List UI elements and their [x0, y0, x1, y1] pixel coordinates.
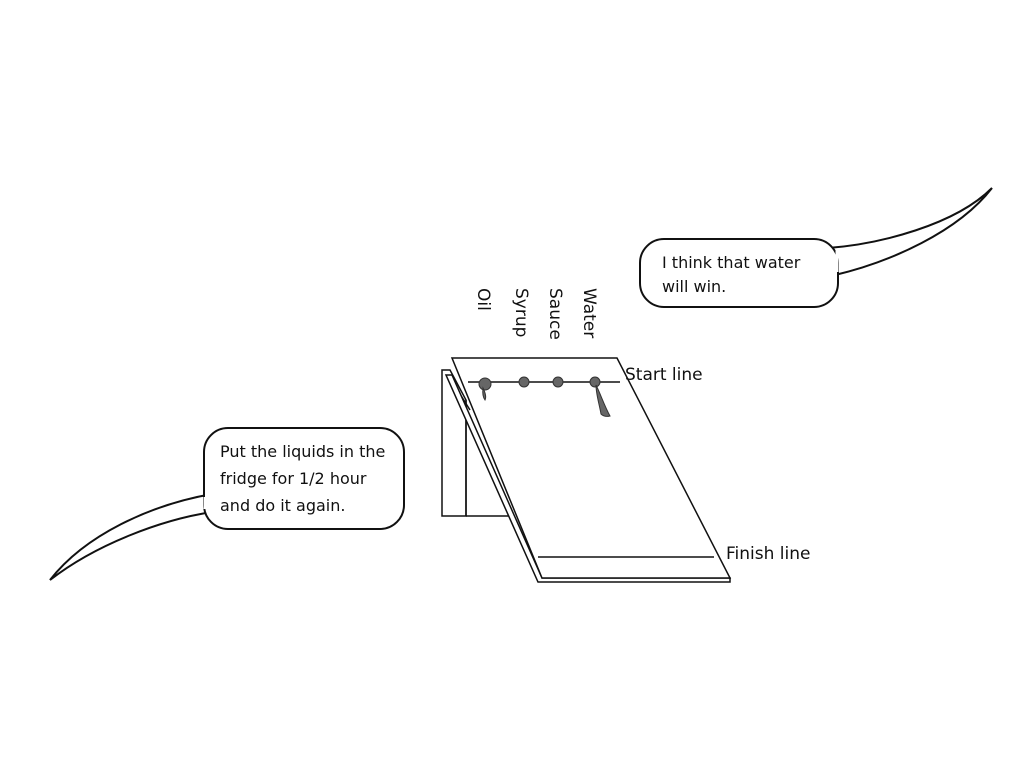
speech-bubble-right: I think that water will win. — [639, 187, 993, 308]
liquid-label-oil: Oil — [473, 288, 493, 311]
speech-bubble-left-line-2: fridge for 1/2 hour — [220, 469, 367, 488]
water-drop — [589, 376, 611, 417]
syrup-drop — [518, 376, 530, 388]
liquid-label-water: Water — [579, 288, 599, 338]
speech-bubble-left-tail — [49, 492, 213, 581]
liquid-drops — [478, 376, 611, 417]
speech-bubble-right-body — [639, 238, 839, 308]
speech-bubble-left-body — [203, 427, 405, 530]
oil-drop — [478, 377, 492, 401]
speech-bubble-left-line-1: Put the liquids in the — [220, 442, 385, 461]
liquid-label-syrup: Syrup — [511, 288, 531, 337]
speech-bubble-left: Put the liquids in the fridge for 1/2 ho… — [49, 427, 405, 581]
liquid-labels: Oil Syrup Sauce Water — [473, 288, 599, 340]
finish-line-label: Finish line — [726, 544, 810, 564]
liquid-label-sauce: Sauce — [545, 288, 565, 340]
sauce-drop — [552, 376, 564, 388]
start-line-label: Start line — [625, 365, 703, 385]
speech-bubble-left-line-3: and do it again. — [220, 496, 345, 515]
speech-bubble-right-line-1: I think that water — [662, 253, 801, 272]
speech-bubble-right-line-2: will win. — [662, 277, 726, 296]
ramp-board — [444, 357, 732, 583]
speech-bubble-right-tail — [826, 187, 993, 277]
